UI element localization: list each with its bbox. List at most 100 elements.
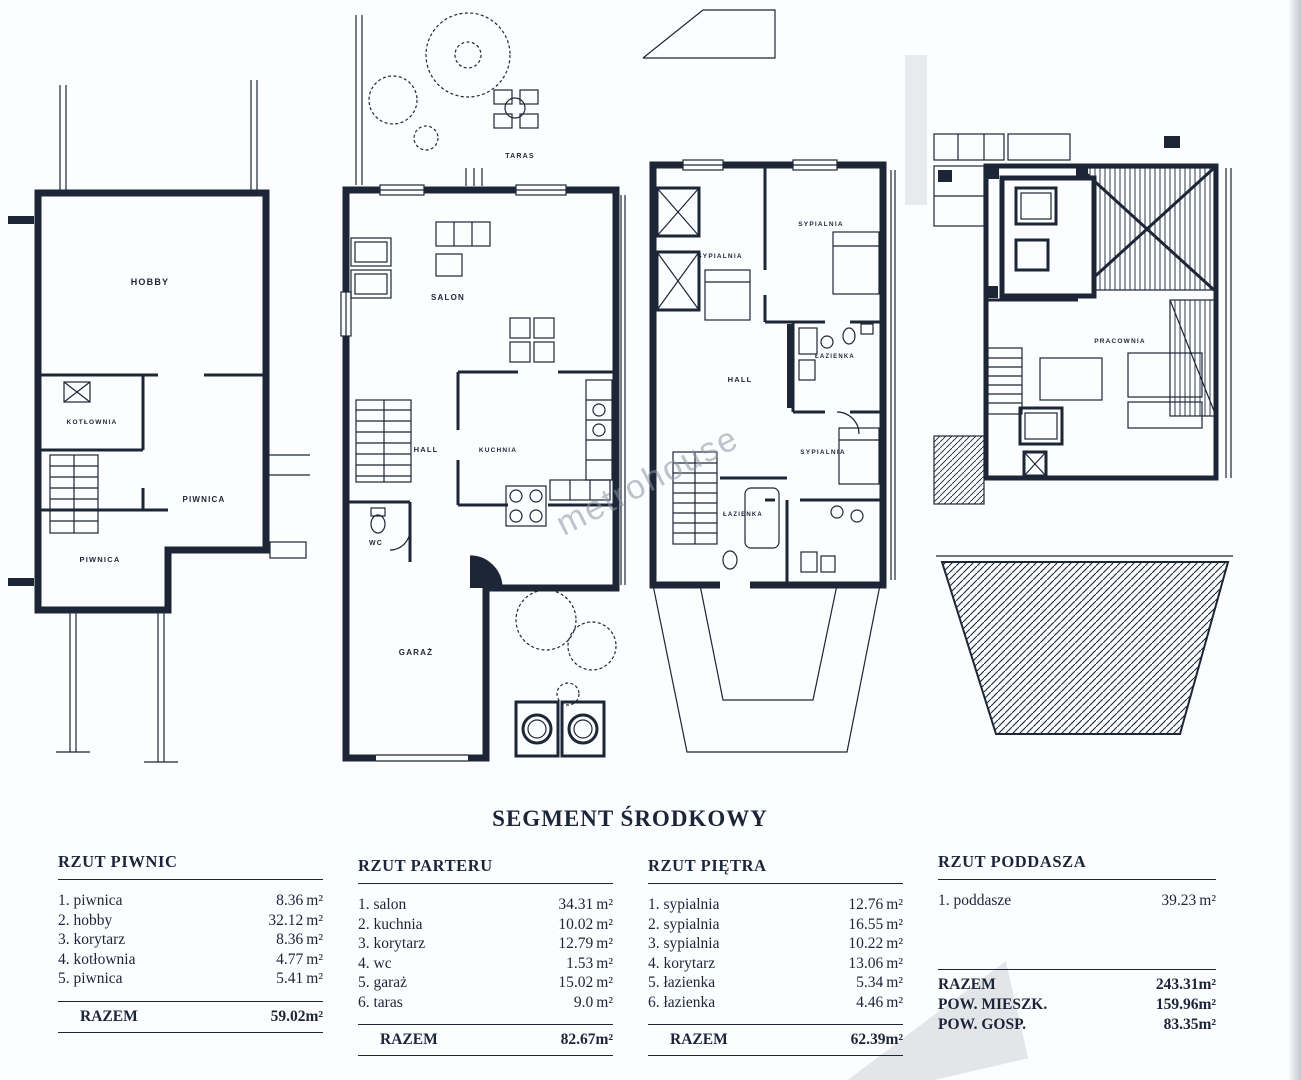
entry-door — [469, 555, 503, 589]
row-label: 1. salon — [358, 896, 407, 913]
table-header: RZUT PIWNIC — [58, 852, 323, 880]
garage-door — [376, 752, 468, 764]
row-label: 3. korytarz — [358, 935, 426, 952]
row-label: 2. kuchnia — [358, 915, 423, 933]
total-value: 243.31 — [1155, 975, 1199, 993]
ground-floor-plan: TARAS — [340, 12, 626, 764]
terrace-door-gap — [720, 580, 750, 590]
total-label: POW. GOSP. — [938, 1015, 1027, 1033]
attic-outer-walls — [983, 163, 1219, 481]
area-unit: m² — [306, 931, 323, 948]
total-value: 82.67 — [560, 1031, 596, 1048]
room-label-hall: HALL — [728, 375, 753, 384]
row-label: 5. łazienka — [648, 974, 716, 991]
row-label: 6. taras — [358, 993, 403, 1011]
area-unit: m² — [306, 911, 323, 929]
total-row: RAZEM 59.02m² — [58, 1007, 323, 1027]
basement-outer-walls — [34, 189, 270, 614]
table-header: RZUT PIĘTRA — [648, 856, 903, 884]
table-totals: RAZEM 243.31m² POW. MIESZK. 159.96m² POW… — [938, 968, 1216, 1040]
row-label: 6. łazienka — [648, 993, 716, 1011]
total-value: 83.35 — [1163, 1015, 1199, 1033]
row-value: 4.46 — [856, 993, 884, 1011]
row-label: 4. korytarz — [648, 954, 716, 972]
attic-skylight-lower — [1018, 406, 1064, 446]
terrace-roof-outline — [652, 584, 881, 753]
basement-site-lines — [56, 80, 310, 763]
room-label-sypialnia-a: SYPIALNIA — [697, 253, 742, 260]
row-value: 13.06 — [848, 954, 884, 972]
area-unit: m² — [596, 935, 613, 952]
attic-inner-room — [999, 175, 1097, 299]
area-unit: m² — [886, 974, 903, 991]
back-garden-trees — [515, 589, 617, 706]
table-header: RZUT PARTERU — [358, 856, 613, 884]
planters — [514, 700, 606, 758]
wall-cap — [8, 578, 34, 586]
row-value: 4.77 — [276, 950, 304, 968]
garden-hedge — [355, 15, 483, 186]
total-label: RAZEM — [380, 1031, 438, 1048]
room-label-sypialnia-b: SYPIALNIA — [798, 221, 843, 228]
row-value: 9.0 — [573, 993, 594, 1011]
attic-plumb-block — [1022, 450, 1048, 478]
total-label: RAZEM — [670, 1031, 728, 1048]
row-label: 4. wc — [358, 954, 392, 972]
row-value: 16.55 — [848, 915, 884, 933]
row-label: 1. poddasze — [938, 892, 1012, 909]
room-label-piwnica-a: PIWNICA — [182, 495, 225, 504]
table-totals: RAZEM 62.39m² — [648, 1024, 903, 1056]
bath-fixtures-bottom — [722, 487, 864, 573]
row-value: 39.23 — [1161, 892, 1197, 909]
total-row: RAZEM 82.67m² — [358, 1030, 613, 1050]
garden-trees — [368, 12, 511, 151]
table-totals: RAZEM 82.67m² — [358, 1024, 613, 1056]
room-label-lazienka-a: ŁAZIENKA — [815, 354, 855, 360]
beds — [704, 231, 880, 485]
row-value: 8.36 — [276, 931, 304, 948]
area-unit: m² — [595, 1031, 613, 1048]
area-unit: m² — [1198, 1015, 1216, 1033]
terrace-furniture — [493, 89, 539, 129]
kitchen-fixtures — [505, 379, 613, 527]
row-value: 10.22 — [848, 935, 884, 952]
row-value: 15.02 — [558, 974, 594, 991]
attic-top-boxes — [933, 133, 1180, 161]
total-row: POW. MIESZK. 159.96m² — [938, 995, 1216, 1015]
ground-windows — [340, 184, 567, 337]
row-label: 2. hobby — [58, 911, 113, 929]
big-roof-hatch — [936, 555, 1233, 735]
salon-furniture — [350, 221, 555, 363]
plumbing-wall — [787, 324, 794, 408]
page-title: SEGMENT ŚRODKOWY — [492, 806, 768, 831]
table-totals: RAZEM 59.02m² — [58, 1000, 323, 1033]
party-wall-lines — [1225, 168, 1232, 478]
area-unit: m² — [596, 915, 613, 933]
area-unit: m² — [886, 915, 903, 933]
area-unit: m² — [1199, 892, 1216, 909]
first-floor-plan: SYPIALNIA SYPIALNIA HALL ŁAZIENKA SYPIAL… — [642, 9, 896, 753]
total-value: 62.39 — [850, 1031, 886, 1048]
row-label: 4. kotłownia — [58, 950, 136, 968]
total-label: POW. MIESZK. — [938, 995, 1048, 1013]
room-label-salon: SALON — [431, 293, 465, 302]
area-unit: m² — [885, 1031, 903, 1048]
total-value: 159.96 — [1155, 995, 1199, 1013]
party-wall-lines — [890, 170, 896, 580]
total-row: RAZEM 62.39m² — [648, 1030, 903, 1050]
party-wall-lines — [620, 195, 626, 585]
bath-fixtures-top — [798, 323, 874, 435]
